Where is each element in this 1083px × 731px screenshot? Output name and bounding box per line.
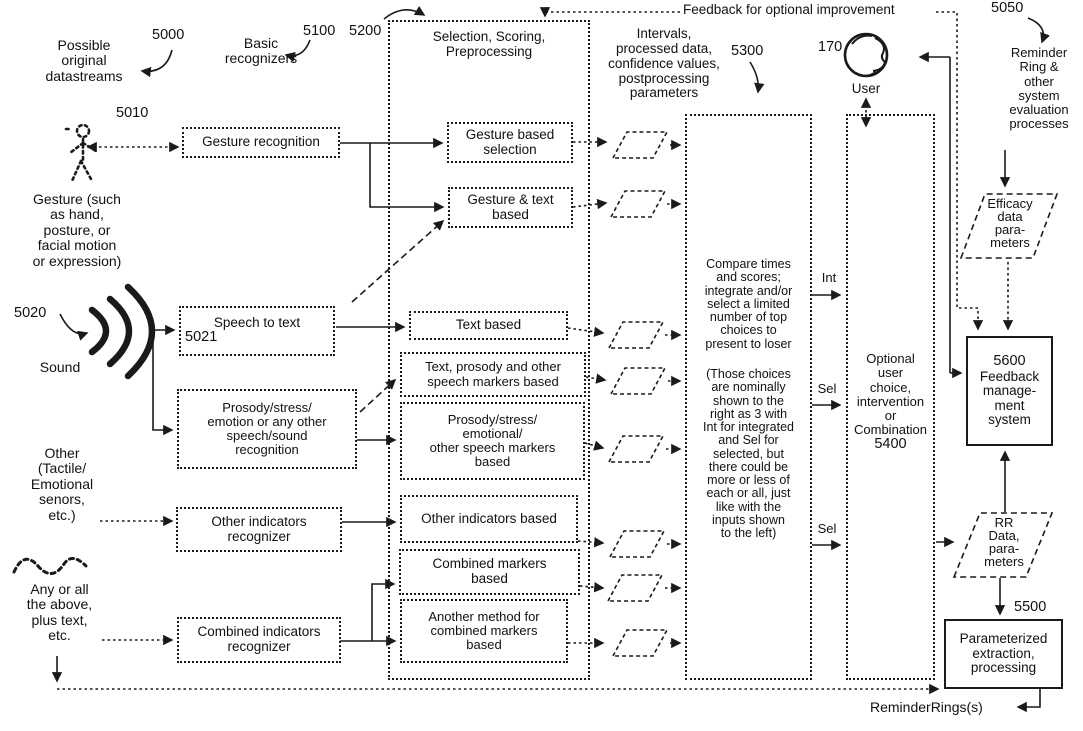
text-based-box: Text based xyxy=(409,311,568,340)
ref-5200: 5200 xyxy=(349,23,382,39)
reminder-rings-caption: ReminderRings(s) xyxy=(870,699,983,715)
ref-5400: 5400 xyxy=(874,436,907,452)
compare-paragraph-1: Compare times and scores; integrate and/… xyxy=(704,257,793,351)
speech-to-text-box: Speech to text 5021 xyxy=(179,306,335,356)
parameterized-extraction-box: Parameterized extraction, processing xyxy=(944,619,1063,689)
ref-5020: 5020 xyxy=(14,305,47,321)
any-or-all-caption: Any or all the above, plus text, etc. xyxy=(26,581,93,644)
gesture-recognition-box: Gesture recognition xyxy=(182,127,340,158)
gesture-caption: Gesture (such as hand, posture, or facia… xyxy=(32,191,122,269)
speech-to-text-label: Speech to text xyxy=(213,314,301,330)
text-prosody-based-box: Text, prosody and other speech markers b… xyxy=(400,352,586,397)
other-recognizer-box: Other indicators recognizer xyxy=(176,507,342,552)
int-label: Int xyxy=(821,270,837,285)
ref-5500: 5500 xyxy=(1014,599,1047,615)
squiggle-icon xyxy=(12,557,88,575)
user-label: User xyxy=(851,81,881,96)
sel-label-2: Sel xyxy=(817,521,837,536)
feedback-improvement-caption: Feedback for optional improvement xyxy=(683,2,895,17)
optional-user-choice-label: Optional user choice, intervention or Co… xyxy=(854,351,927,438)
sound-waves-icon xyxy=(88,283,156,380)
ref-170: 170 xyxy=(818,39,843,55)
ref-5050: 5050 xyxy=(991,0,1024,16)
feedback-management-box: 5600 Feedback manage- ment system xyxy=(966,336,1053,446)
sel-label-1: Sel xyxy=(817,381,837,396)
ref-5000: 5000 xyxy=(152,27,185,43)
efficacy-parameters-label: Efficacy data para- meters xyxy=(987,196,1033,250)
feedback-management-label: Feedback manage- ment system xyxy=(979,368,1040,428)
gesture-based-selection-box: Gesture based selection xyxy=(447,122,573,163)
gesture-text-based-box: Gesture & text based xyxy=(448,187,573,228)
compare-paragraph-2: (Those choices are nominally shown to th… xyxy=(702,367,795,540)
ref-5600: 5600 xyxy=(993,353,1026,370)
other-indicators-based-box: Other indicators based xyxy=(400,495,578,543)
intervals-caption: Intervals, processed data, confidence va… xyxy=(608,26,720,101)
prosody-recognition-box: Prosody/stress/ emotion or any other spe… xyxy=(177,389,357,469)
other-sensors-caption: Other (Tactile/ Emotional senors, etc.) xyxy=(30,445,94,523)
optional-user-choice-box xyxy=(846,114,935,680)
selection-scoring-container xyxy=(388,20,590,680)
sound-caption: Sound xyxy=(39,359,81,375)
user-icon xyxy=(843,32,889,78)
prosody-emotional-based-box: Prosody/stress/ emotional/ other speech … xyxy=(400,402,585,480)
combined-markers-based-box: Combined markers based xyxy=(399,549,580,595)
combined-recognizer-box: Combined indicators recognizer xyxy=(177,617,341,663)
rr-data-parameters-label: RR Data, para- meters xyxy=(984,515,1024,569)
possible-original-caption: Possible original datastreams xyxy=(45,37,123,84)
selection-title: Selection, Scoring, Preprocessing xyxy=(432,29,546,59)
ref-5100: 5100 xyxy=(303,23,336,39)
gesture-figure-icon xyxy=(64,123,98,183)
ref-5300: 5300 xyxy=(731,43,764,59)
ref-5021: 5021 xyxy=(185,329,218,346)
another-method-box: Another method for combined markers base… xyxy=(400,599,568,663)
reminder-ring-caption: Reminder Ring & other system evaluation … xyxy=(1009,45,1069,132)
basic-recognizers-caption: Basic recognizers xyxy=(224,35,298,67)
compare-box xyxy=(685,114,812,680)
ref-5010: 5010 xyxy=(116,105,149,121)
